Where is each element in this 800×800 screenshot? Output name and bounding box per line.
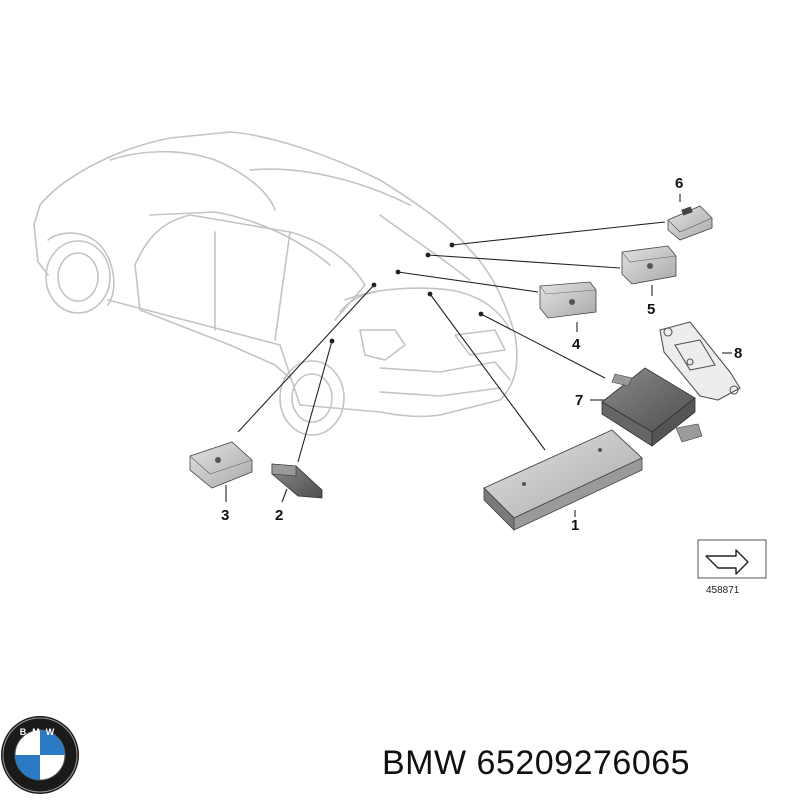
callout-1: 1 xyxy=(571,517,579,534)
part-4-module xyxy=(539,281,597,319)
leader-dots xyxy=(329,242,484,344)
part-2-module xyxy=(271,463,323,499)
part-3-module xyxy=(189,441,253,489)
callout-2: 2 xyxy=(275,507,283,524)
part-1-module xyxy=(483,429,643,531)
callout-6: 6 xyxy=(675,175,683,192)
leader-lines xyxy=(225,194,732,517)
diagram-ref-number: 458871 xyxy=(706,585,740,596)
callout-labels: 1 2 3 4 5 6 7 8 xyxy=(221,175,742,534)
part-6-module xyxy=(667,205,713,241)
bmw-logo-icon: BMW xyxy=(1,716,79,794)
reference-box: 458871 xyxy=(697,539,767,596)
callout-3: 3 xyxy=(221,507,229,524)
product-caption: BMW 65209276065 xyxy=(382,738,794,788)
callout-8: 8 xyxy=(734,345,742,362)
callout-5: 5 xyxy=(647,301,655,318)
logo-letters: BMW xyxy=(20,727,61,737)
caption-part-number: 65209276065 xyxy=(476,744,691,782)
part-7-module xyxy=(601,367,703,447)
direction-arrow-icon xyxy=(705,549,749,575)
part-8-bracket xyxy=(659,321,741,401)
vehicle-outline xyxy=(33,131,518,436)
part-5-module xyxy=(621,245,677,285)
callout-7: 7 xyxy=(575,392,583,409)
callout-4: 4 xyxy=(572,336,581,353)
caption-brand: BMW xyxy=(382,744,467,782)
